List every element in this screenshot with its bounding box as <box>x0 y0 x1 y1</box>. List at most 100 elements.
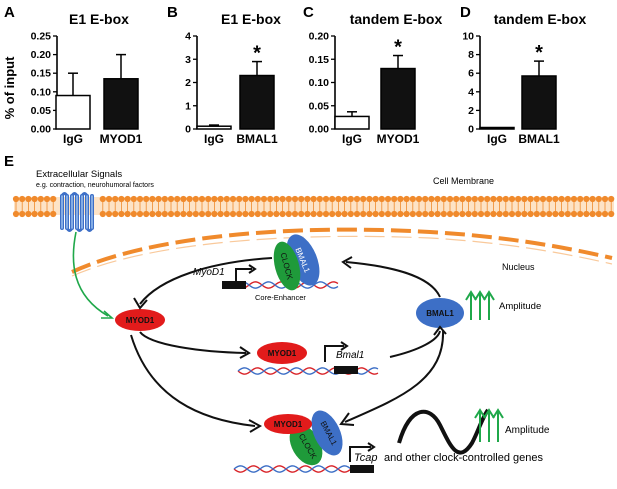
clock-bmal1-complex-top: BMAL1 CLOCK Core-Enhancer <box>255 234 320 302</box>
lipid-head <box>459 195 466 203</box>
lipid-head <box>130 210 137 218</box>
lipid-head <box>50 210 57 218</box>
bar-igg <box>479 126 515 130</box>
lipid-head <box>347 195 354 203</box>
myod1-protein-mid: MYOD1 <box>257 342 307 364</box>
lipid-head <box>570 210 578 218</box>
lipid-head <box>341 210 348 218</box>
y-tick-label: 0.05 <box>31 105 52 117</box>
y-tick-label: 0.25 <box>31 31 52 43</box>
svg-text:MYOD1: MYOD1 <box>268 349 297 358</box>
myod1-protein-bottom: MYOD1 <box>274 420 303 429</box>
lipid-head <box>366 195 373 203</box>
lipid-head <box>229 210 237 218</box>
lipid-head <box>595 195 602 203</box>
category-label: IgG <box>342 132 362 146</box>
lipid-head <box>112 210 119 218</box>
lipid-head <box>291 195 299 203</box>
lipid-head <box>298 195 305 203</box>
lipid-head <box>384 210 392 218</box>
lipid-head <box>279 210 286 218</box>
lipid-head <box>242 210 249 218</box>
myod1-gene-label: MyoD1 <box>193 267 225 278</box>
y-tick-label: 0 <box>185 124 191 136</box>
lipid-head <box>335 195 342 203</box>
panel-d-letter: D <box>460 4 471 21</box>
lipid-head <box>130 195 137 203</box>
panel-b-title: E1 E-box <box>221 11 281 27</box>
lipid-head <box>43 210 51 218</box>
lipid-head <box>440 195 447 203</box>
lipid-head <box>50 195 57 203</box>
category-label: IgG <box>63 132 83 146</box>
lipid-head <box>118 195 125 203</box>
y-tick-label: 0 <box>468 124 474 136</box>
y-tick-label: 2 <box>468 105 474 117</box>
lipid-head <box>12 195 20 203</box>
myod1-protein-left: MYOD1 <box>115 309 165 331</box>
lipid-head <box>118 210 125 218</box>
lipid-head <box>254 195 261 203</box>
lipid-head <box>37 210 44 218</box>
lipid-head <box>12 210 20 218</box>
lipid-head <box>211 210 218 218</box>
svg-text:BMAL1: BMAL1 <box>426 309 454 318</box>
myod1-clock-bmal1-complex: CLOCK BMAL1 MYOD1 <box>264 410 343 466</box>
lipid-head <box>409 210 416 218</box>
lipid-head <box>124 210 131 218</box>
nucleus-label: Nucleus <box>502 262 535 272</box>
lipid-head <box>490 195 497 203</box>
lipid-head <box>180 195 187 203</box>
lipid-head <box>577 210 584 218</box>
lipid-head <box>143 195 150 203</box>
category-label: BMAL1 <box>236 132 278 146</box>
lipid-head <box>459 210 466 218</box>
lipid-head <box>25 195 32 203</box>
lipid-head <box>601 195 609 203</box>
lipid-head <box>453 210 460 218</box>
lipid-head <box>589 195 596 203</box>
lipid-head <box>515 210 522 218</box>
panel-e-letter: E <box>4 153 14 170</box>
lipid-head <box>205 210 212 218</box>
y-tick-label: 6 <box>468 68 474 80</box>
y-tick-label: 0.00 <box>309 124 330 136</box>
lipid-head <box>422 195 429 203</box>
lipid-head <box>360 210 367 218</box>
lipid-head <box>329 195 336 203</box>
lipid-head <box>198 195 206 203</box>
lipid-head <box>608 195 615 203</box>
lipid-head <box>37 195 44 203</box>
lipid-head <box>558 195 565 203</box>
lipid-head <box>242 195 249 203</box>
bar-myod1 <box>103 78 139 130</box>
lipid-head <box>167 210 175 218</box>
y-tick-label: 8 <box>468 49 474 61</box>
lipid-head <box>149 210 156 218</box>
lipid-head <box>527 195 534 203</box>
lipid-head <box>347 210 354 218</box>
lipid-head <box>31 195 38 203</box>
category-label: IgG <box>487 132 507 146</box>
lipid-head <box>589 210 596 218</box>
lipid-head <box>298 210 305 218</box>
lipid-head <box>564 195 571 203</box>
receptor-icon <box>60 192 94 232</box>
significance-star: * <box>253 43 261 65</box>
lipid-head <box>112 195 119 203</box>
panel-d-title: tandem E-box <box>494 11 587 27</box>
dna-strand <box>233 465 373 473</box>
lipid-head <box>403 210 410 218</box>
lipid-head <box>223 195 230 203</box>
lipid-head <box>310 210 317 218</box>
y-tick-label: 0.15 <box>309 54 330 66</box>
panel-c-title: tandem E-box <box>350 11 443 27</box>
panel-a-title: E1 E-box <box>69 11 129 27</box>
lipid-head <box>143 210 150 218</box>
y-tick-label: 0.20 <box>31 49 52 61</box>
lipid-head <box>471 195 478 203</box>
